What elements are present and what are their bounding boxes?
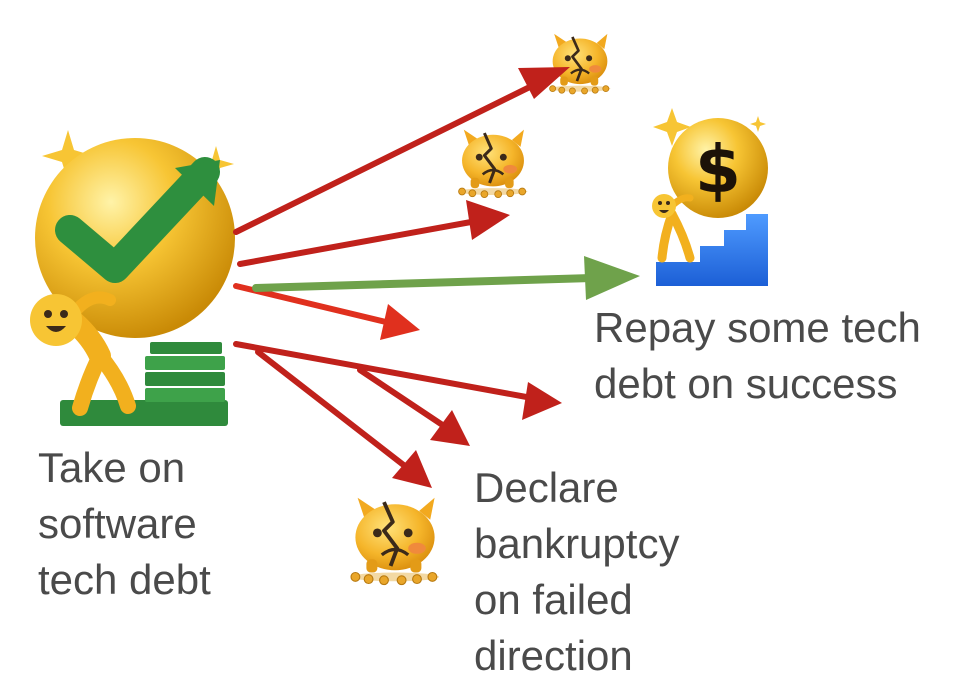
arrowhead [466,200,510,240]
broken-piggy-bank-icon [457,128,529,198]
label-line: bankruptcy [474,520,680,567]
label-line: Repay some tech [594,304,921,351]
failure-arrowheads [380,67,570,488]
broken-piggy-bank-icon [351,498,439,585]
failure-arrow [357,367,447,429]
failure-arrow [233,341,535,401]
failure-arrow [255,349,413,473]
success-figure-icon: $ [652,108,768,286]
label-line: Take on [38,444,186,491]
source-figure-icon [30,130,235,426]
arrowhead [518,67,570,99]
take-on-tech-debt-label: Take on software tech debt [38,440,211,608]
label-line: tech debt [38,556,211,603]
label-line: on failed [474,576,633,623]
arrowhead [522,382,562,420]
label-line: direction [474,632,633,679]
failure-arrows [233,75,551,473]
label-line: Declare [474,464,619,511]
broken-piggy-bank-icon [547,32,613,96]
dollar-symbol-icon: $ [695,131,741,208]
label-line: debt on success [594,360,898,407]
arrowhead [392,450,432,488]
arrowhead [430,410,470,446]
repay-tech-debt-label: Repay some tech debt on success [594,300,921,412]
failure-arrow [237,217,485,267]
declare-bankruptcy-label: Declare bankruptcy on failed direction [474,460,679,684]
failure-arrow [233,283,389,325]
arrowhead [380,304,420,340]
success-arrow [252,256,640,300]
label-line: software [38,500,197,547]
failure-arrow [233,75,551,235]
